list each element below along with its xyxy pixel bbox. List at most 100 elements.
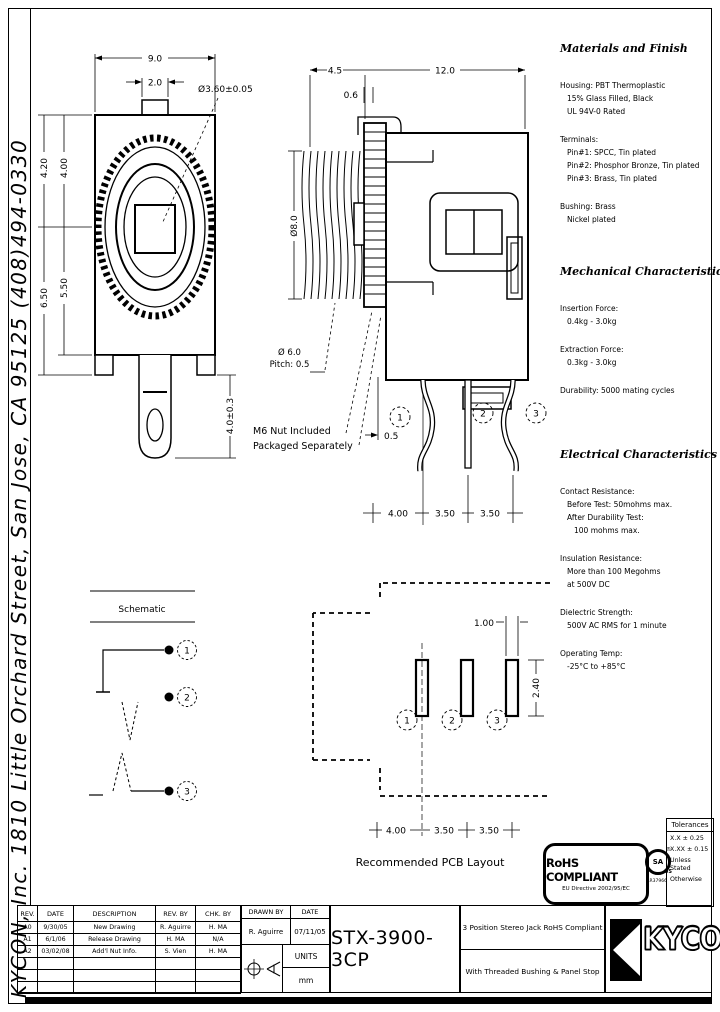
pcb-dim-sp2: 3.50 — [434, 827, 454, 837]
tolerance-line: Otherwise — [670, 876, 702, 883]
table-cell: A2 — [18, 946, 38, 958]
side-pin2-label: 2 — [480, 410, 486, 420]
electrical-line: 500V AC RMS for 1 minute — [567, 621, 667, 630]
table-cell: R. Aguirre — [156, 922, 196, 934]
pcb-caption: Recommended PCB Layout — [355, 856, 505, 869]
table-cell: Add'l Nut Info. — [74, 946, 156, 958]
table-cell: N/A — [196, 934, 241, 946]
rohs-title: RoHS COMPLIANT — [546, 856, 618, 884]
schematic-pin3-label: 3 — [184, 788, 190, 798]
company-address-vertical: KYCON, Inc. 1810 Little Orchard Street, … — [7, 138, 31, 998]
csa-file-number: LR37966 — [647, 879, 667, 884]
drawn-by-box: DRAWN BY DATE R. Aguirre 07/11/05 UNITS … — [241, 905, 330, 993]
electrical-line: Insulation Resistance: — [560, 554, 642, 563]
drawn-date-header: DATE — [290, 906, 329, 919]
rohs-directive: EU Directive 2002/95/EC — [562, 886, 630, 892]
table-cell-empty — [74, 958, 156, 970]
pcb-dim-pad-height: 2.40 — [532, 678, 542, 698]
mechanical-section: Mechanical Characteristics Insertion For… — [560, 265, 720, 397]
table-cell-empty — [18, 970, 38, 982]
side-dim-sp3: 3.50 — [480, 510, 500, 520]
table-cell: Release Drawing — [74, 934, 156, 946]
m6-nut-note: M6 Nut Included Packaged Separately — [253, 424, 373, 454]
mechanical-line: Insertion Force: — [560, 304, 619, 313]
table-cell-empty — [38, 982, 74, 994]
revby-col-header: REV. BY — [156, 906, 196, 922]
table-cell: 6/1/06 — [38, 934, 74, 946]
chkby-col-header: CHK. BY — [196, 906, 241, 922]
description-line2: With Threaded Bushing & Panel Stop — [465, 967, 600, 976]
materials-line: Nickel plated — [567, 215, 616, 224]
front-dim-lower-inner: 5.50 — [60, 278, 70, 298]
table-cell-empty — [18, 982, 38, 994]
side-pin1-label: 1 — [397, 414, 403, 424]
table-cell: 03/02/08 — [38, 946, 74, 958]
thread-callout: Ø 6.0 Pitch: 0.5 — [262, 347, 317, 371]
materials-line: Bushing: Brass — [560, 202, 616, 211]
side-dim-washer: 0.6 — [344, 91, 359, 101]
electrical-line: Before Test: 50mohms max. — [567, 500, 673, 509]
schematic-drawing: Schematic 1 2 3 — [89, 590, 197, 801]
pcb-dim-sp3: 3.50 — [479, 827, 499, 837]
front-dim-upper-inner: 4.00 — [60, 158, 70, 178]
electrical-line: at 500V DC — [567, 580, 610, 589]
side-dim-body: 12.0 — [435, 67, 455, 77]
rohs-badge: RoHS COMPLIANT EU Directive 2002/95/EC — [543, 843, 649, 905]
table-cell-empty — [196, 970, 241, 982]
csa-mark-icon: SA — [645, 849, 671, 875]
materials-title: Materials and Finish — [560, 42, 688, 55]
side-dim-sp2: 3.50 — [435, 510, 455, 520]
materials-section: Materials and Finish Housing: PBT Thermo… — [560, 42, 715, 226]
pcb-pin1-label: 1 — [404, 717, 410, 727]
front-dim-width: 9.0 — [148, 55, 163, 65]
bottom-bar — [25, 997, 712, 1004]
kycon-logo-text: KYCON — [642, 921, 720, 958]
pcb-pin2-label: 2 — [449, 717, 455, 727]
table-cell-empty — [156, 982, 196, 994]
table-cell: H. MA — [156, 934, 196, 946]
table-cell-empty — [196, 958, 241, 970]
table-cell-empty — [74, 982, 156, 994]
electrical-line: -25°C to +85°C — [567, 662, 626, 671]
table-cell: H. MA — [196, 922, 241, 934]
revision-table: REV. DATE DESCRIPTION REV. BY CHK. BY A0… — [17, 905, 241, 994]
table-cell-empty — [156, 958, 196, 970]
table-cell: H. MA — [196, 946, 241, 958]
front-dim-pin-length: 4.0±0.3 — [226, 398, 236, 434]
drawn-by-header: DRAWN BY — [242, 906, 291, 919]
part-number: STX-3900-3CP — [331, 927, 434, 971]
table-cell: S. Vien — [156, 946, 196, 958]
drawn-date-value: 07/11/05 — [290, 919, 329, 945]
csa-logo: SA ® US LR37966 — [645, 847, 672, 903]
electrical-section: Electrical Characteristics Contact Resis… — [560, 448, 718, 673]
materials-line: Terminals: — [560, 135, 599, 144]
electrical-line: More than 100 Megohms — [567, 567, 661, 576]
pcb-dim-pad-width: 1.00 — [474, 619, 494, 629]
mechanical-line: Durability: 5000 mating cycles — [560, 386, 675, 395]
electrical-title: Electrical Characteristics — [560, 448, 718, 461]
tolerances-box: Tolerances X.X ± 0.25 X.XX ± 0.15 Unless… — [666, 818, 714, 907]
front-view-drawing: 9.0 2.0 Ø3.60±0.05 4.20 4.00 5.50 6.50 — [38, 54, 253, 459]
kycon-logo-icon — [610, 919, 642, 981]
materials-line: Pin#3: Brass, Tin plated — [567, 174, 657, 183]
materials-line: 15% Glass Filled, Black — [567, 94, 654, 103]
front-dim-lower-outer: 6.50 — [40, 288, 50, 308]
electrical-line: Contact Resistance: — [560, 487, 635, 496]
registered-icon: ® — [666, 847, 671, 853]
schematic-pin1-label: 1 — [184, 647, 190, 657]
units-label: UNITS — [283, 945, 329, 968]
electrical-line: After Durability Test: — [567, 513, 644, 522]
csa-us-mark: US — [664, 869, 672, 875]
electrical-line: Dielectric Strength: — [560, 608, 633, 617]
thread-pitch: Pitch: 0.5 — [269, 360, 310, 370]
pcb-dim-sp1: 4.00 — [386, 827, 406, 837]
mechanical-line: Extraction Force: — [560, 345, 624, 354]
side-dim-sp1: 4.00 — [388, 510, 408, 520]
pcb-outline — [312, 582, 550, 797]
pcb-pin3-label: 3 — [494, 717, 500, 727]
description-box: 3 Position Stereo Jack RoHS Compliant Wi… — [460, 905, 605, 993]
table-cell-empty — [196, 982, 241, 994]
electrical-line: 100 mohms max. — [574, 526, 640, 535]
front-dim-upper-outer: 4.20 — [40, 158, 50, 178]
